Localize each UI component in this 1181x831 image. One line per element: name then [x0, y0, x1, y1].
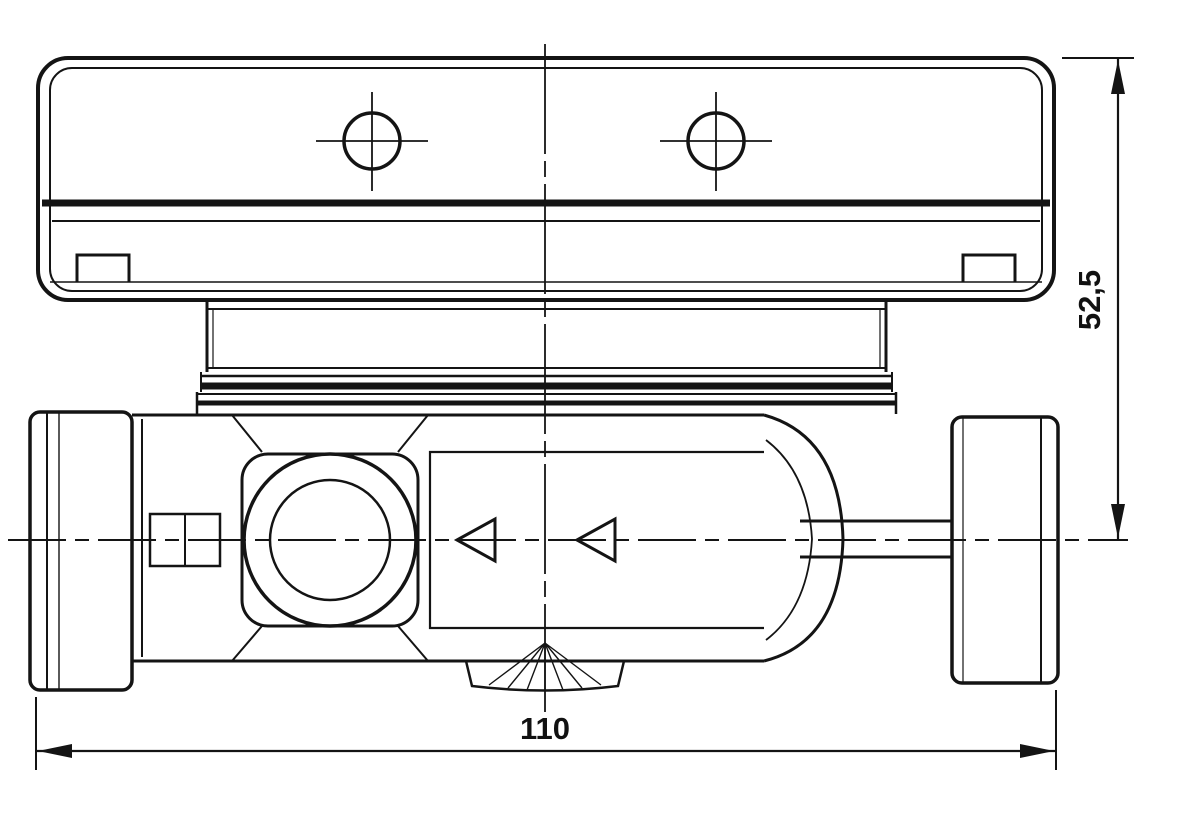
neck-horizontal-lines — [207, 308, 886, 369]
screw-crosshair-lines — [316, 92, 772, 191]
centerlines — [8, 44, 1128, 712]
left-coupling-outline — [28, 410, 134, 692]
flange-side-lines — [195, 392, 898, 414]
length-extension-lines — [35, 690, 1057, 770]
neck-side-lines — [205, 300, 888, 372]
neck-inner-side-lines — [212, 309, 881, 368]
dimension-label-height: 52,5 — [1072, 270, 1107, 330]
right-coupling-outline — [950, 415, 1060, 685]
neck-adapter — [195, 300, 898, 414]
height-arrow-top — [1111, 60, 1125, 94]
housing-inner-outline — [49, 67, 1043, 292]
dimension-length: 110 — [35, 690, 1057, 770]
housing-outer-outline — [36, 56, 1056, 302]
meter-body — [132, 413, 952, 663]
inner-chamber-outline — [428, 450, 764, 630]
length-arrow-left — [38, 744, 72, 758]
right-coupling — [950, 415, 1060, 685]
housing-mount-tabs — [75, 253, 1017, 282]
outlet-bell-outline — [763, 413, 845, 663]
body-top-bottom-edges — [132, 413, 764, 663]
height-arrow-bottom — [1111, 504, 1125, 538]
left-coupling — [28, 410, 134, 692]
outlet-bell-inner-curve — [765, 439, 813, 641]
length-arrow-right — [1020, 744, 1054, 758]
dimension-height: 52,5 — [1062, 57, 1134, 540]
outlet-pipe-lines — [800, 519, 952, 559]
body-chamfer-lines — [231, 414, 429, 662]
register-housing — [36, 56, 1056, 302]
gasket-end-lines — [200, 372, 893, 392]
dimension-label-length: 110 — [520, 711, 570, 746]
